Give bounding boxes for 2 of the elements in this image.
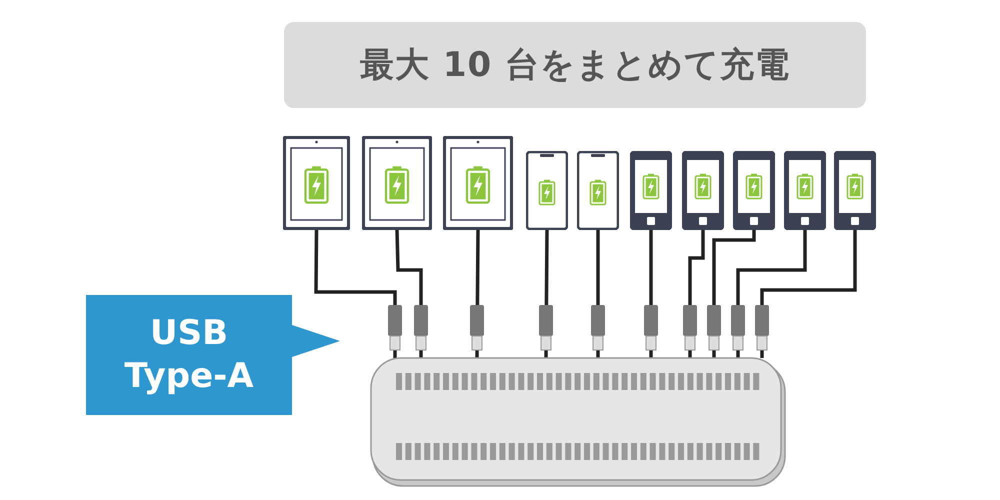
callout-text: USB Type-A: [123, 312, 255, 397]
title-banner: 最大 10 台をまとめて充電: [284, 22, 866, 108]
